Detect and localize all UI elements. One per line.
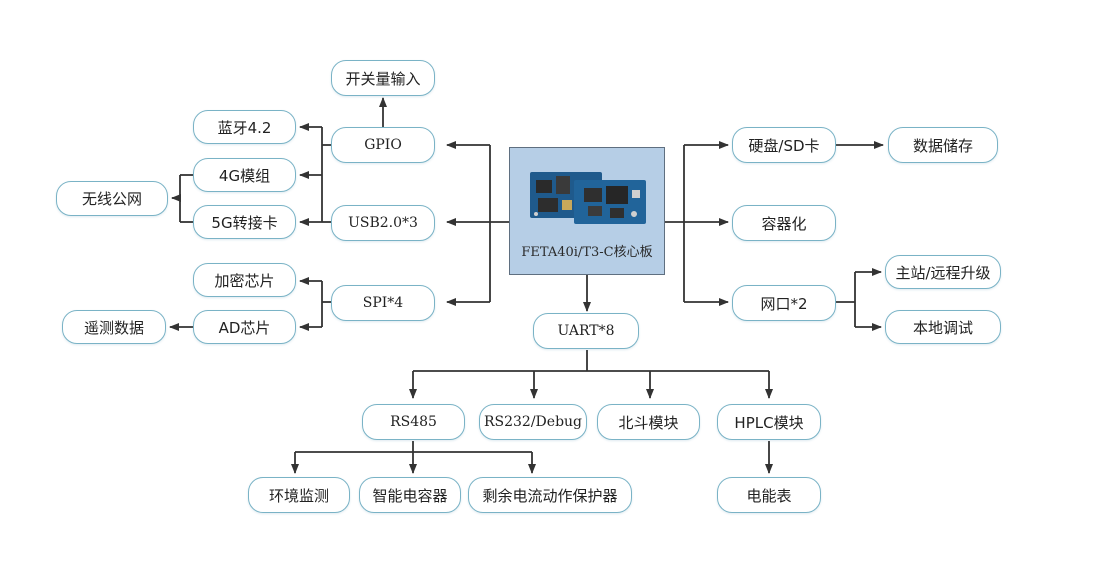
wireless-node: 无线公网 xyxy=(56,181,168,216)
local-debug-node: 本地调试 xyxy=(885,310,1001,344)
upgrade-node: 主站/远程升级 xyxy=(885,255,1001,289)
encrypt-chip-node: 加密芯片 xyxy=(193,263,296,297)
core-board-label: FETA40i/T3-C核心板 xyxy=(521,245,653,260)
disk-sd-node: 硬盘/SD卡 xyxy=(732,127,836,163)
smart-capacitor-node: 智能电容器 xyxy=(359,477,461,513)
bluetooth-node: 蓝牙4.2 xyxy=(193,110,296,144)
net-port-node: 网口*2 xyxy=(732,285,836,321)
core-board: FETA40i/T3-C核心板 xyxy=(509,147,665,275)
meter-node: 电能表 xyxy=(717,477,821,513)
spi-node: SPI*4 xyxy=(331,285,435,321)
uart-node: UART*8 xyxy=(533,313,639,349)
beidou-node: 北斗模块 xyxy=(597,404,700,440)
core-board-photo xyxy=(530,172,646,224)
rcd-node: 剩余电流动作保护器 xyxy=(468,477,632,513)
container-node: 容器化 xyxy=(732,205,836,241)
gpio-node: GPIO xyxy=(331,127,435,163)
hplc-node: HPLC模块 xyxy=(717,404,821,440)
switch-input-node: 开关量输入 xyxy=(331,60,435,96)
rs232-node: RS232/Debug xyxy=(479,404,587,440)
5g-card-node: 5G转接卡 xyxy=(193,205,296,239)
rs485-node: RS485 xyxy=(362,404,465,440)
storage-node: 数据储存 xyxy=(888,127,998,163)
usb-node: USB2.0*3 xyxy=(331,205,435,241)
4g-module-node: 4G模组 xyxy=(193,158,296,192)
env-monitor-node: 环境监测 xyxy=(248,477,350,513)
remote-data-node: 遥测数据 xyxy=(62,310,166,344)
ad-chip-node: AD芯片 xyxy=(193,310,296,344)
